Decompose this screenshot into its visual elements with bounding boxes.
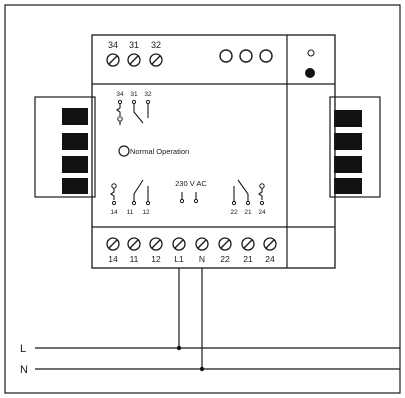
small-indicator-icon xyxy=(307,49,315,57)
normal-operation-label: Normal Operation xyxy=(130,147,189,156)
contact-label: 22 xyxy=(230,209,238,216)
contact-label: 14 xyxy=(110,209,118,216)
bottom-terminal-label: L1 xyxy=(174,254,184,264)
bottom-terminal-label: 24 xyxy=(265,254,275,264)
indicator-hole-icon xyxy=(239,49,253,63)
coil-voltage-label: 230 V AC xyxy=(175,179,207,188)
changeover-contact-icon xyxy=(231,179,265,206)
outer-frame xyxy=(4,4,401,394)
bottom-terminal-label: N xyxy=(199,254,205,264)
screw-terminal-icon xyxy=(106,237,120,251)
screw-terminal-icon xyxy=(263,237,277,251)
bottom-terminal-label: 11 xyxy=(130,254,139,264)
changeover-contact-left: 14 11 12 xyxy=(110,179,151,216)
bottom-terminal-block: 14 11 12 L1 N 22 21 24 xyxy=(106,237,277,264)
coil-icon xyxy=(179,192,199,204)
contact-label: 31 xyxy=(130,91,138,98)
bottom-terminal-label: 14 xyxy=(108,254,118,264)
indicator-hole-icon xyxy=(259,49,273,63)
junction-dot xyxy=(176,345,182,351)
screw-terminal-icon xyxy=(172,237,186,251)
top-terminal-label: 34 xyxy=(108,40,118,50)
changeover-contact-icon xyxy=(116,99,151,125)
line-label-n: N xyxy=(20,364,28,376)
bracket-block xyxy=(334,133,362,150)
left-mounting-bracket xyxy=(34,96,96,198)
screw-terminal-icon xyxy=(149,53,163,67)
bracket-block xyxy=(62,108,88,125)
contact-label: 12 xyxy=(142,209,150,216)
bracket-block xyxy=(62,156,88,173)
contact-label: 34 xyxy=(116,91,124,98)
led-indicator-icon xyxy=(118,145,130,157)
top-terminal-block: 34 31 32 xyxy=(106,40,163,67)
bracket-block xyxy=(334,156,362,173)
changeover-contact-icon xyxy=(110,179,151,206)
changeover-contact-right: 22 21 24 xyxy=(230,179,266,216)
top-indicator-holes xyxy=(219,49,273,63)
screw-terminal-icon xyxy=(127,53,141,67)
coil: 230 V AC xyxy=(175,179,207,204)
right-mounting-bracket xyxy=(329,96,381,198)
indicator-hole-icon xyxy=(219,49,233,63)
top-terminal-label: 32 xyxy=(151,40,161,50)
top-terminal-label: 31 xyxy=(129,40,139,50)
contact-label: 32 xyxy=(144,91,152,98)
screw-terminal-icon xyxy=(241,237,255,251)
bottom-terminal-label: 21 xyxy=(243,254,253,264)
line-label-l: L xyxy=(20,343,26,355)
contact-label: 21 xyxy=(244,209,252,216)
screw-terminal-icon xyxy=(195,237,209,251)
contact-label: 11 xyxy=(127,209,134,216)
normal-operation-indicator: Normal Operation xyxy=(118,145,189,157)
junction-dot xyxy=(199,366,205,372)
screw-terminal-icon xyxy=(218,237,232,251)
filled-indicator-dot-icon xyxy=(305,68,315,78)
screw-terminal-icon xyxy=(127,237,141,251)
screw-terminal-icon xyxy=(106,53,120,67)
bracket-block xyxy=(334,110,362,127)
bracket-block xyxy=(62,178,88,194)
bracket-block xyxy=(334,178,362,194)
bottom-terminal-label: 22 xyxy=(220,254,230,264)
bottom-terminal-label: 12 xyxy=(151,254,161,264)
contact-label: 24 xyxy=(258,209,266,216)
screw-terminal-icon xyxy=(149,237,163,251)
bracket-block xyxy=(62,133,88,150)
changeover-contact-upper: 34 31 32 xyxy=(116,91,152,125)
relay-housing xyxy=(91,34,336,269)
